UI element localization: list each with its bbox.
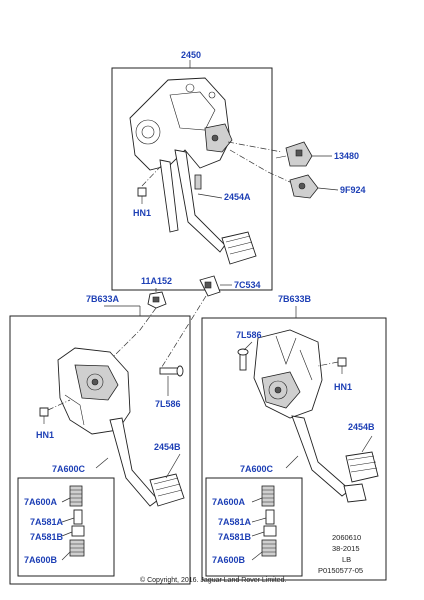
fastener-hn1-right bbox=[337, 357, 347, 374]
label-hn1-top: HN1 bbox=[133, 208, 151, 218]
part-11a152 bbox=[147, 291, 167, 309]
spring-assembly-left bbox=[69, 485, 85, 557]
clutch-pedal-arm-left bbox=[109, 417, 159, 507]
label-7a600b-right: 7A600B bbox=[212, 555, 246, 565]
label-7a581a-left: 7A581A bbox=[30, 517, 64, 527]
label-7c534: 7C534 bbox=[234, 280, 261, 290]
label-9f924: 9F924 bbox=[340, 185, 366, 195]
label-13480: 13480 bbox=[334, 151, 359, 161]
frame-right-spring-kit bbox=[205, 477, 303, 577]
brake-pedal-arm-right bbox=[291, 415, 351, 497]
pin-7l586-right bbox=[237, 348, 249, 371]
label-7l586-left: 7L586 bbox=[155, 399, 181, 409]
label-7a600b-left: 7A600B bbox=[24, 555, 58, 565]
label-7a581a-right: 7A581A bbox=[218, 517, 252, 527]
pedal-bracket-left bbox=[57, 347, 131, 435]
clutch-pedal-arm-top bbox=[159, 159, 179, 233]
label-7a581b-left: 7A581B bbox=[30, 532, 64, 542]
switch-13480 bbox=[275, 141, 313, 167]
label-7b633a: 7B633A bbox=[86, 294, 120, 304]
label-7a600a-left: 7A600A bbox=[24, 497, 58, 507]
label-7a581b-right: 7A581B bbox=[218, 532, 252, 542]
switch-9f924 bbox=[289, 174, 319, 199]
label-2454b-right: 2454B bbox=[348, 422, 375, 432]
label-11a152: 11A152 bbox=[141, 276, 172, 286]
pedal-bracket-top bbox=[129, 77, 233, 171]
label-7a600c-left: 7A600C bbox=[52, 464, 86, 474]
label-7a600c-right: 7A600C bbox=[240, 464, 274, 474]
frame-left-spring-kit bbox=[17, 477, 115, 577]
fastener-hn1-left bbox=[39, 407, 49, 424]
brake-pedal-pad-right bbox=[345, 451, 379, 483]
frame-right-assembly bbox=[201, 317, 387, 581]
meta-code-2: 38-2015 bbox=[332, 544, 360, 553]
label-7a600a-right: 7A600A bbox=[212, 497, 246, 507]
frame-left-assembly bbox=[9, 315, 191, 585]
meta-code-4: P0150577-05 bbox=[318, 566, 363, 575]
fastener-hn1-top bbox=[137, 187, 147, 204]
part-7c534 bbox=[199, 275, 221, 297]
copyright-text: © Copyright, 2016. Jaguar Land Rover Lim… bbox=[140, 576, 286, 584]
brake-pedal-pad-top bbox=[221, 231, 257, 265]
label-2454a: 2454A bbox=[224, 192, 251, 202]
label-7l586-right: 7L586 bbox=[236, 330, 262, 340]
spring-assembly-right bbox=[261, 485, 277, 557]
pedal-bracket-right bbox=[253, 329, 323, 419]
label-hn1-right: HN1 bbox=[334, 382, 352, 392]
frame-top-assembly bbox=[111, 67, 273, 291]
meta-code-3: LB bbox=[342, 555, 351, 564]
label-hn1-left: HN1 bbox=[36, 430, 54, 440]
meta-code-1: 2060610 bbox=[332, 533, 361, 542]
label-2454b-left: 2454B bbox=[154, 442, 181, 452]
pin-7l586-left bbox=[159, 365, 184, 377]
label-7b633b: 7B633B bbox=[278, 294, 312, 304]
pedal-stub-right bbox=[343, 483, 367, 503]
label-2450: 2450 bbox=[181, 50, 201, 60]
